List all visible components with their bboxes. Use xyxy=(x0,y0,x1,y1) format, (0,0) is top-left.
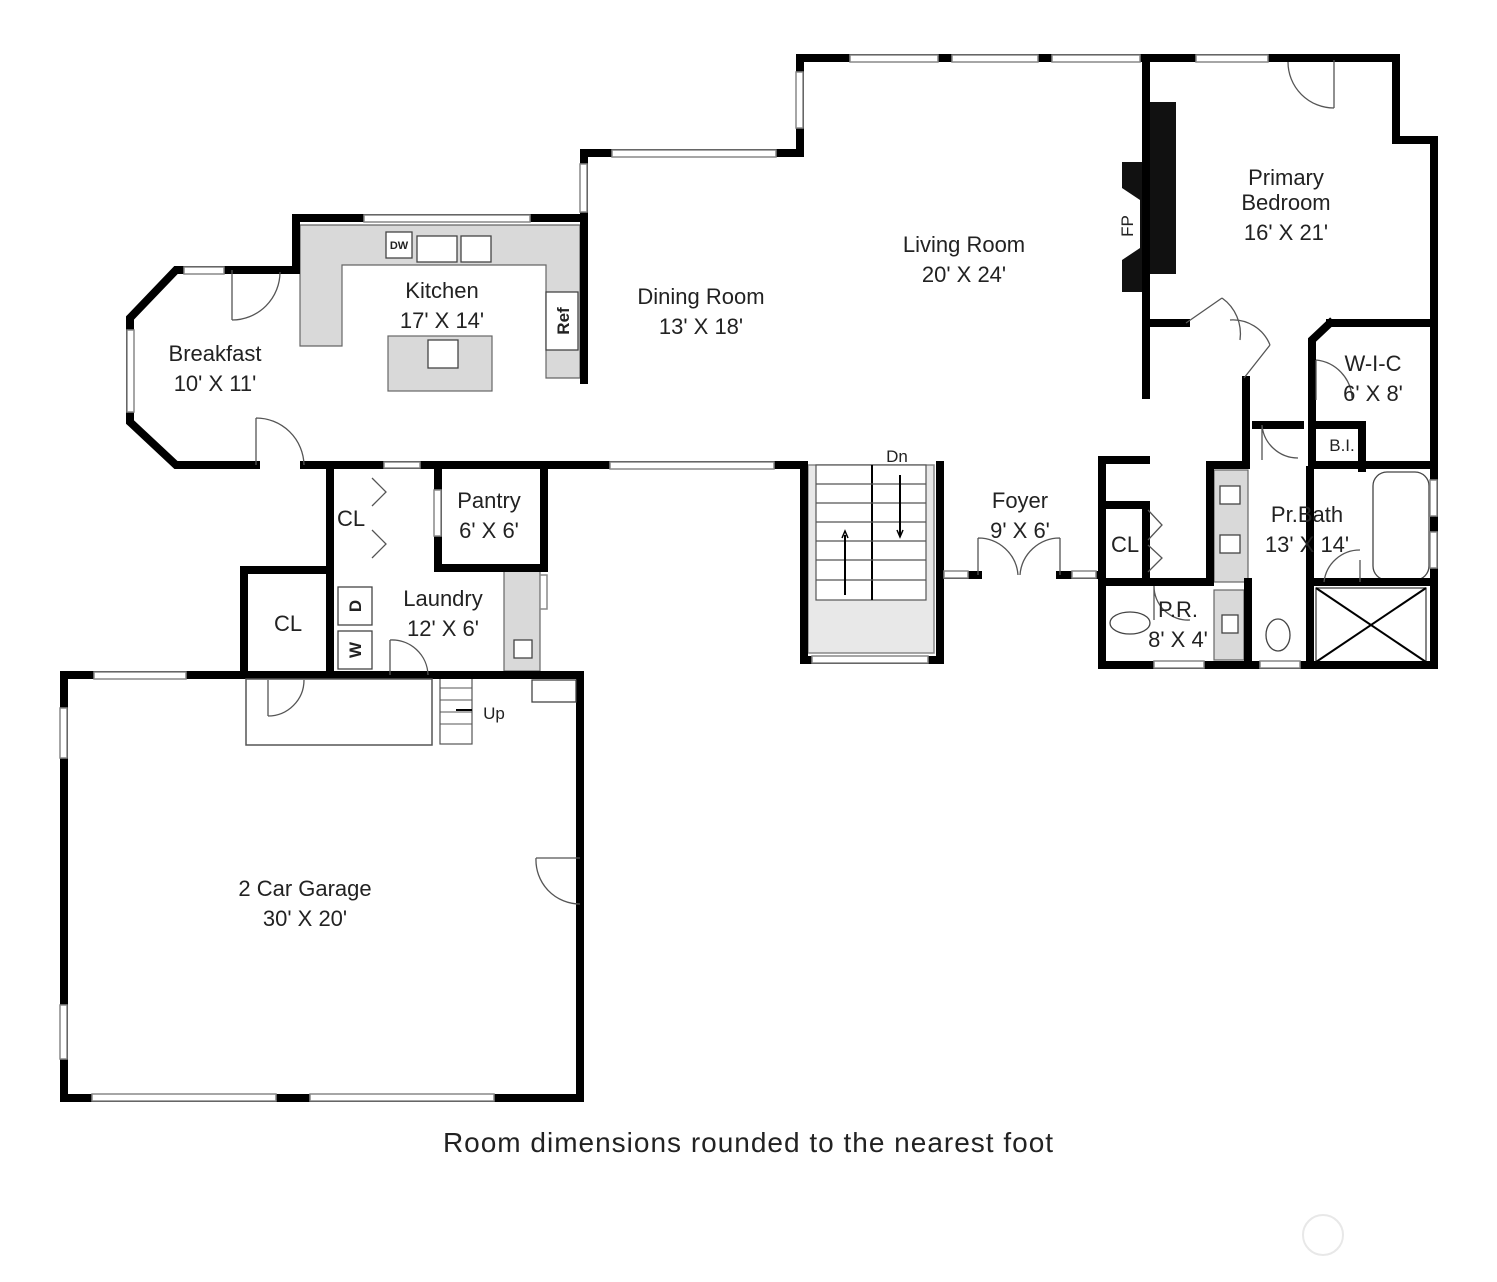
wic-name: W-I-C xyxy=(1344,351,1401,376)
living-room-name: Living Room xyxy=(903,232,1025,257)
sink-icon xyxy=(460,235,492,263)
stairs-up-label: Up xyxy=(483,704,505,723)
washer-label: W xyxy=(346,641,365,658)
primary-bath-dims: 13' X 14' xyxy=(1265,532,1349,557)
kitchen-name: Kitchen xyxy=(405,278,478,303)
wic-dims: 6' X 8' xyxy=(1343,381,1403,406)
foyer-dims: 9' X 6' xyxy=(990,518,1050,543)
primary-bedroom-name-2: Bedroom xyxy=(1241,190,1330,215)
bath-sink-icon xyxy=(1219,485,1241,505)
pr-sink-icon xyxy=(1221,614,1239,634)
closet-label: CL xyxy=(1111,532,1139,557)
bath-fixtures xyxy=(1109,469,1430,663)
walls xyxy=(60,54,1438,1102)
dining-room-name: Dining Room xyxy=(637,284,764,309)
refrigerator-label: Ref xyxy=(554,307,573,335)
primary-bedroom-name-1: Primary xyxy=(1248,165,1324,190)
sink-icon xyxy=(416,235,458,263)
garage-name: 2 Car Garage xyxy=(238,876,371,901)
toilet-icon xyxy=(1265,618,1291,652)
bath-sink-icon xyxy=(1219,534,1241,554)
stairs xyxy=(439,464,935,745)
room-labels: Living Room 20' X 24' Dining Room 13' X … xyxy=(169,165,1403,931)
powder-room-dims: 8' X 4' xyxy=(1148,627,1208,652)
doors xyxy=(231,60,1361,905)
kitchen-dims: 17' X 14' xyxy=(400,308,484,333)
primary-bath-name: Pr.Bath xyxy=(1271,502,1343,527)
garage-dims: 30' X 20' xyxy=(263,906,347,931)
stairs-down-label: Dn xyxy=(886,447,908,466)
foyer-name: Foyer xyxy=(992,488,1048,513)
laundry-dims: 12' X 6' xyxy=(407,616,479,641)
living-room-dims: 20' X 24' xyxy=(922,262,1006,287)
breakfast-name: Breakfast xyxy=(169,341,262,366)
windows xyxy=(59,54,1438,1102)
bathtub-icon xyxy=(1372,471,1430,581)
utility-sink-icon xyxy=(513,639,533,659)
primary-bedroom-dims: 16' X 21' xyxy=(1244,220,1328,245)
kitchen-counters xyxy=(299,224,581,392)
closet-label: CL xyxy=(274,611,302,636)
built-in-label: B.I. xyxy=(1329,436,1355,455)
toilet-icon xyxy=(1109,611,1151,635)
washer-icon xyxy=(337,630,373,670)
dishwasher-label: DW xyxy=(390,240,409,252)
pantry-dims: 6' X 6' xyxy=(459,518,519,543)
dimensions-note: Room dimensions rounded to the nearest f… xyxy=(442,1127,1055,1158)
dryer-icon xyxy=(337,586,373,626)
dining-room-dims: 13' X 18' xyxy=(659,314,743,339)
laundry-name: Laundry xyxy=(403,586,483,611)
cooktop-icon xyxy=(427,339,459,369)
dryer-label: D xyxy=(346,600,365,612)
powder-room-name: P.R. xyxy=(1158,597,1198,622)
water-heater-icon xyxy=(531,679,577,703)
watermark-logo xyxy=(1302,1214,1344,1256)
laundry-fixtures xyxy=(337,570,541,672)
dishwasher-icon xyxy=(385,231,413,259)
pantry-name: Pantry xyxy=(457,488,521,513)
closet-label: CL xyxy=(337,506,365,531)
breakfast-dims: 10' X 11' xyxy=(174,371,257,396)
fireplace-label: FP xyxy=(1118,215,1137,237)
refrigerator-icon xyxy=(545,291,579,351)
